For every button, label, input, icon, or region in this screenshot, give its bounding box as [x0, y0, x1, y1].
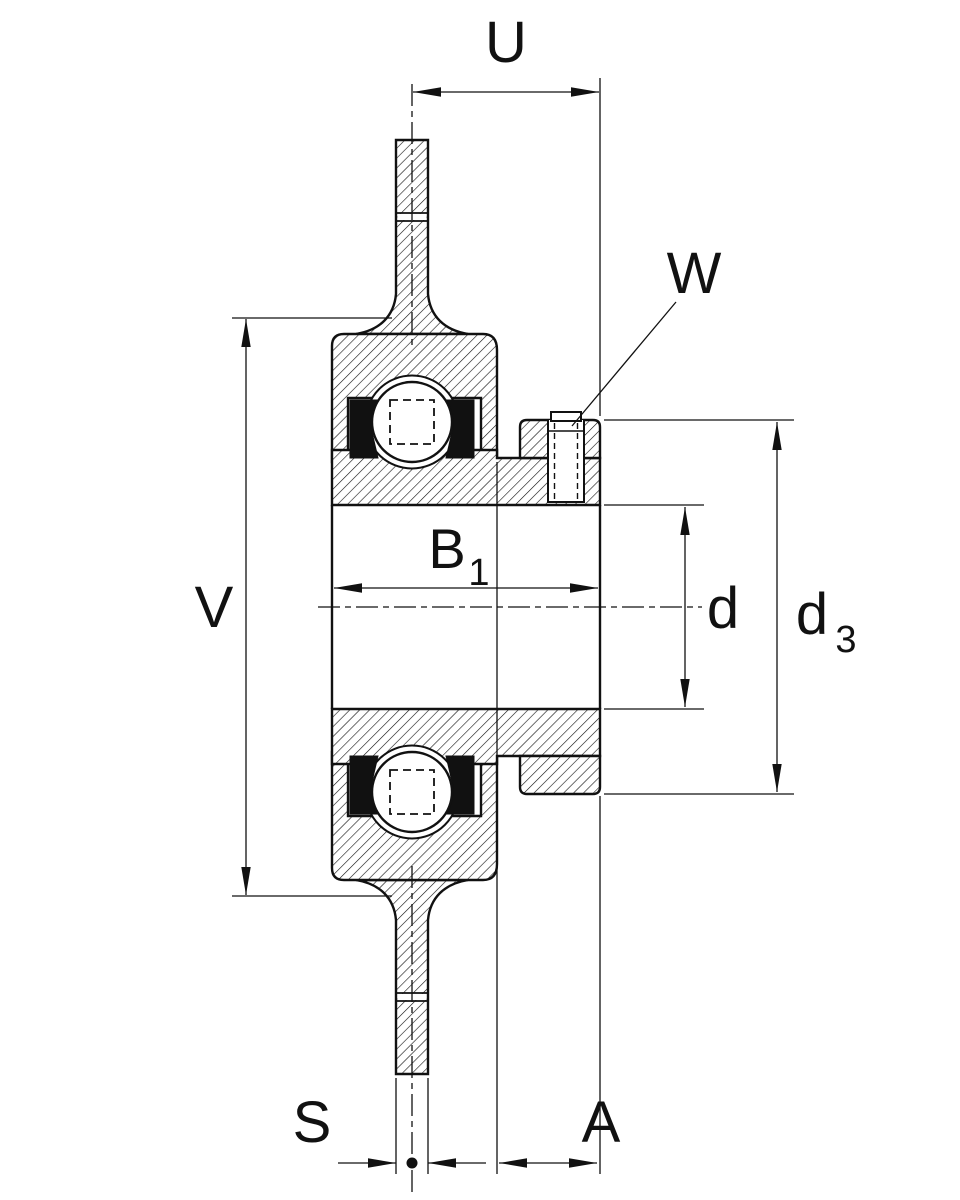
dimension-arrowheads: [241, 87, 782, 1168]
v-arrow-bottom: [241, 867, 251, 895]
w-leader-line: [571, 301, 677, 427]
ball-bottom-dashed-square: [389, 769, 435, 815]
ball-top-dashed-square: [389, 399, 435, 445]
ball-hidden-squares: [389, 399, 435, 815]
d-arrow-top: [680, 507, 690, 535]
s-arrow-right: [428, 1158, 456, 1168]
set-screw-thread-lines: [553, 423, 579, 500]
d3-arrow-bottom: [772, 764, 782, 792]
set-screw-bore: [548, 420, 584, 502]
set-screw-bore-outline: [547, 420, 585, 503]
seal-bottom-right: [445, 755, 475, 815]
centerline-dot: [406, 1157, 418, 1169]
label-a: A: [582, 1090, 621, 1155]
seal-bottom-left: [349, 755, 379, 815]
label-u: U: [485, 10, 527, 75]
label-w: W: [667, 241, 722, 306]
label-d3-subscript: 3: [835, 619, 856, 661]
d3-arrow-top: [772, 422, 782, 450]
dimension-labels: U W V B 1 d d 3 S A: [195, 10, 857, 1155]
seals: [349, 399, 475, 815]
label-s: S: [293, 1090, 332, 1155]
balls: [370, 380, 454, 834]
ball-bottom: [370, 750, 454, 834]
seal-top-right: [445, 399, 475, 459]
label-d: d: [707, 576, 739, 641]
a-arrow-left: [499, 1158, 527, 1168]
s-arrow-left: [368, 1158, 396, 1168]
b1-arrow-right: [570, 583, 598, 593]
a-arrow-right: [569, 1158, 597, 1168]
seal-top-left: [349, 399, 379, 459]
b1-arrow-left: [334, 583, 362, 593]
label-b1: B: [428, 517, 465, 580]
d-arrow-bottom: [680, 679, 690, 707]
label-v: V: [195, 575, 234, 640]
set-screw: [547, 411, 585, 503]
collar-bottom: [518, 754, 602, 796]
u-arrow-left: [413, 87, 441, 97]
set-screw-cap: [550, 411, 582, 422]
label-b1-subscript: 1: [468, 552, 489, 594]
label-d3: d: [796, 582, 828, 647]
u-arrow-right: [571, 87, 599, 97]
ball-top: [370, 380, 454, 464]
centerlines: [318, 84, 702, 1192]
v-arrow-top: [241, 319, 251, 347]
